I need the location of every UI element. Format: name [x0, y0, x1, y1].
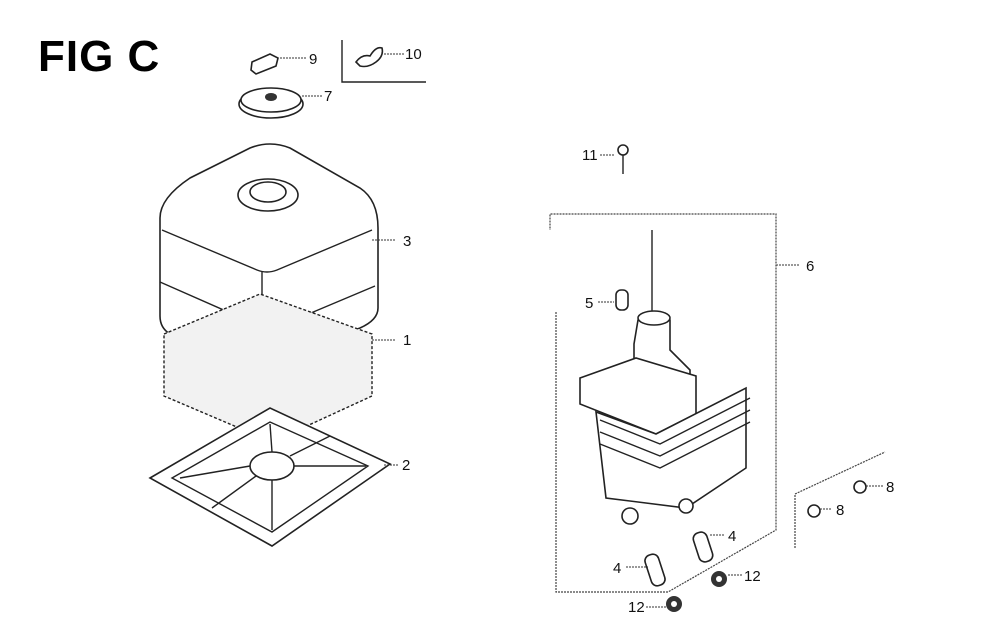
callout-12-lower: 12	[628, 599, 645, 616]
part-4-dowel-pin-lower	[626, 553, 666, 587]
callout-11: 11	[582, 147, 598, 164]
callout-12-upper: 12	[744, 568, 761, 585]
callout-8-left: 8	[836, 502, 844, 519]
part-7-wing-nut	[238, 87, 322, 119]
callout-7: 7	[324, 88, 332, 105]
part-5-collar	[598, 289, 629, 311]
callout-6: 6	[806, 258, 814, 275]
part-11-bolt	[600, 144, 629, 174]
callout-8-right: 8	[886, 479, 894, 496]
part-8-grommets-group	[794, 451, 886, 548]
part-3-air-cleaner-cover	[159, 143, 396, 369]
part-1-filter-element	[163, 293, 396, 443]
part-9-clip	[250, 53, 306, 75]
part-6-case-assembly	[549, 213, 800, 593]
part-12-nut-lower	[646, 596, 682, 612]
callout-10: 10	[405, 46, 422, 63]
figure-title: FIG C	[38, 32, 161, 81]
part-12-nut-upper	[711, 571, 742, 587]
callout-3: 3	[403, 233, 411, 250]
callout-4-upper: 4	[728, 528, 736, 545]
callout-5: 5	[585, 295, 593, 312]
callout-4-lower: 4	[613, 560, 621, 577]
part-4-dowel-pin-upper	[692, 531, 724, 563]
callout-2: 2	[402, 457, 410, 474]
part-10-bracket	[341, 40, 426, 83]
callout-1: 1	[403, 332, 411, 349]
callout-9: 9	[309, 51, 317, 68]
part-2-filter-base	[148, 407, 398, 547]
